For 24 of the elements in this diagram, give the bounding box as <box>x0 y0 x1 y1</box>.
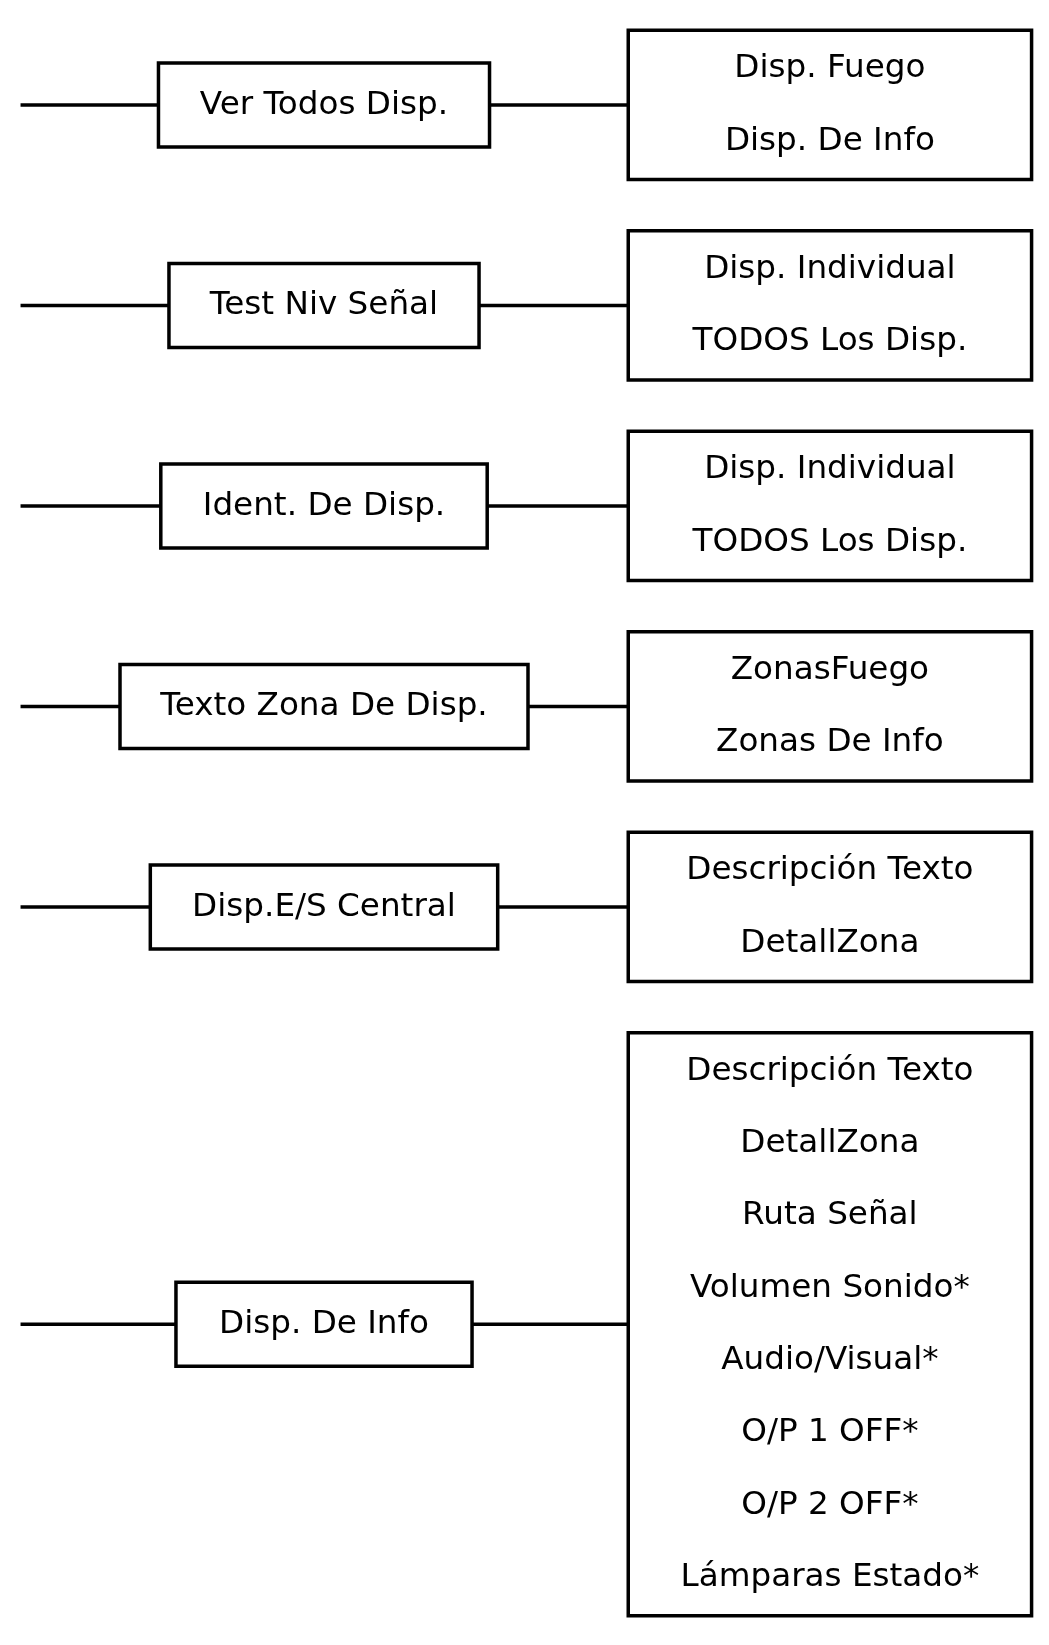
connector <box>489 102 628 107</box>
node-box: Texto Zona De Disp. <box>118 662 530 750</box>
node-box: Disp. De Info <box>174 1280 474 1368</box>
node-box: Descripción Texto DetallZona <box>626 830 1034 983</box>
node-box: Disp. Fuego Disp. De Info <box>626 28 1034 181</box>
connector <box>20 704 120 708</box>
connector <box>20 904 150 909</box>
connector <box>487 503 628 508</box>
connector <box>479 303 628 307</box>
node-box: Disp. Individual TODOS Los Disp. <box>626 228 1034 382</box>
node-box: Test Niv Señal <box>167 261 481 349</box>
connector <box>472 1322 628 1326</box>
node-box: ZonasFuego Zonas De Info <box>626 629 1034 783</box>
node-box: Descripción Texto DetallZona Ruta Señal Volumen Sonido* Audio/Visual* O/P 1 OFF* O/P 2 OFF* Lámparas Estado* <box>626 1030 1034 1617</box>
connector <box>20 503 161 508</box>
node-box: Disp.E/S Central <box>148 862 500 951</box>
connector <box>528 704 629 708</box>
node-box: Ident. De Disp. <box>159 461 489 550</box>
connector <box>20 102 159 107</box>
connector <box>20 303 169 307</box>
connector <box>20 1322 176 1326</box>
connector <box>498 904 628 909</box>
node-box: Ver Todos Disp. <box>156 60 492 149</box>
node-box: Disp. Individual TODOS Los Disp. <box>626 429 1034 582</box>
